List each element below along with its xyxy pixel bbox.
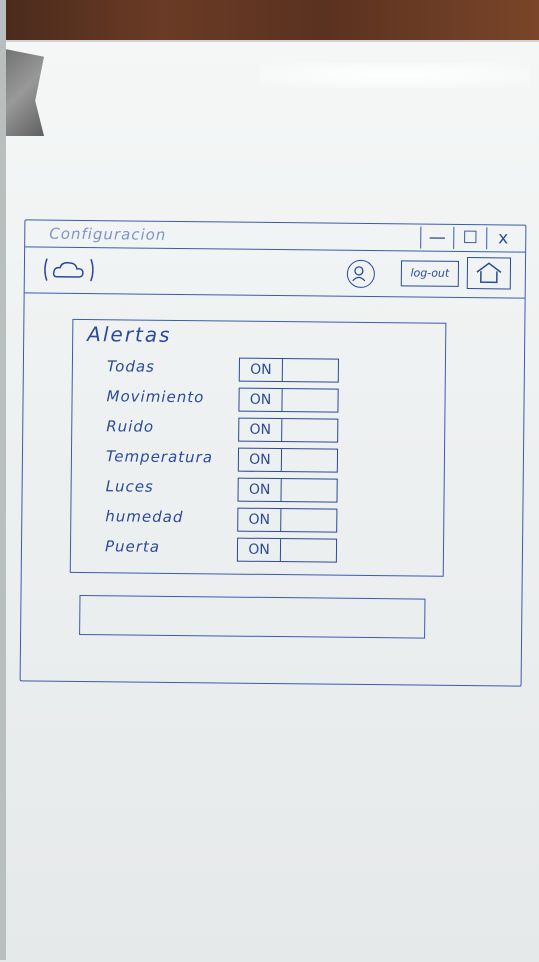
alert-toggle-ruido[interactable]: ON — [238, 417, 339, 443]
alert-label: Temperatura — [105, 447, 214, 467]
window-controls: — ☐ x — [420, 226, 520, 250]
alerts-title: Alertas — [87, 322, 172, 347]
toggle-state: ON — [238, 478, 282, 502]
toggle-state: ON — [237, 538, 282, 562]
alert-label: Ruido — [106, 417, 155, 436]
home-button[interactable] — [466, 257, 512, 290]
close-button[interactable]: x — [486, 227, 520, 250]
tape-corner — [0, 48, 44, 136]
logout-button[interactable]: log-out — [400, 260, 460, 287]
alert-row-humedad: humedad ON — [79, 504, 435, 538]
minimize-button[interactable]: — — [420, 226, 454, 249]
alert-label: Luces — [105, 477, 154, 496]
alert-row-ruido: Ruido ON — [80, 414, 436, 448]
alert-label: Movimiento — [106, 387, 205, 407]
alerts-panel: Alertas Todas ON Movimiento ON Ruido ON … — [69, 318, 447, 577]
toggle-state: ON — [239, 388, 283, 412]
alert-row-puerta: Puerta ON — [79, 534, 435, 568]
whiteboard — [0, 40, 539, 962]
alert-row-temperatura: Temperatura ON — [80, 444, 436, 478]
toggle-state: ON — [239, 418, 283, 442]
cloud-icon[interactable] — [39, 255, 99, 288]
toggle-state: ON — [239, 358, 283, 382]
alert-row-todas: Todas ON — [81, 354, 437, 388]
alert-toggle-todas[interactable]: ON — [238, 357, 339, 383]
toggle-state: ON — [238, 508, 282, 532]
cloud-icon-svg — [44, 258, 94, 282]
board-rail — [0, 0, 6, 960]
alert-label: humedad — [105, 507, 184, 527]
alerts-list: Todas ON Movimiento ON Ruido ON Temperat… — [79, 354, 437, 568]
window-title: Configuracion — [49, 224, 167, 244]
alert-row-movimiento: Movimiento ON — [80, 384, 436, 418]
alert-toggle-luces[interactable]: ON — [237, 477, 338, 503]
alert-row-luces: Luces ON — [79, 474, 435, 508]
alert-toggle-temperatura[interactable]: ON — [237, 447, 339, 473]
maximize-button[interactable]: ☐ — [453, 226, 487, 250]
user-icon[interactable] — [346, 259, 376, 289]
light-glare — [260, 62, 530, 88]
user-icon-svg — [352, 266, 366, 282]
alert-toggle-puerta[interactable]: ON — [236, 537, 338, 563]
alert-label: Todas — [106, 357, 156, 376]
alert-toggle-humedad[interactable]: ON — [237, 507, 338, 533]
home-icon — [476, 262, 502, 284]
alert-label: Puerta — [104, 537, 161, 556]
toolbar: log-out — [24, 246, 526, 299]
message-box[interactable] — [79, 594, 426, 639]
app-window: Configuracion — ☐ x log-out — [19, 219, 527, 687]
alert-toggle-movimiento[interactable]: ON — [238, 387, 339, 413]
toggle-state: ON — [238, 448, 283, 472]
